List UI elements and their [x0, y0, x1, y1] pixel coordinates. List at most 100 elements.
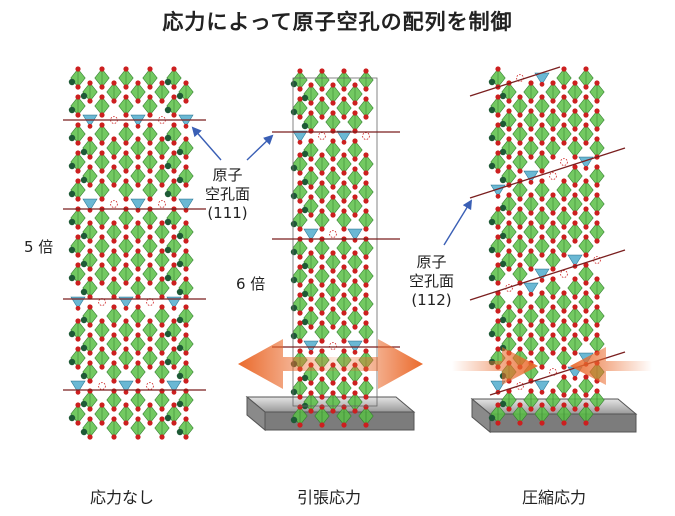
- oxygen-atom: [297, 96, 303, 102]
- oxygen-atom: [561, 336, 567, 342]
- vacancy-planes-unstrained: [63, 119, 206, 391]
- oxygen-atom: [506, 322, 512, 328]
- oxygen-atom: [123, 346, 129, 352]
- oxygen-atom: [75, 84, 81, 90]
- oxygen-atom: [352, 100, 358, 106]
- oxygen-atom: [352, 194, 358, 200]
- oxygen-atom: [308, 212, 314, 218]
- oxygen-atom: [147, 402, 153, 408]
- oxygen-atom: [75, 420, 81, 426]
- oxygen-atom: [363, 404, 369, 410]
- oxygen-atom: [87, 238, 93, 244]
- oxygen-atom: [171, 196, 177, 202]
- oxygen-atom: [308, 278, 314, 284]
- oxygen-atom: [123, 336, 129, 342]
- oxygen-atom: [561, 318, 567, 324]
- oxygen-atom: [123, 66, 129, 72]
- cation-atom: [290, 416, 298, 424]
- oxygen-atom: [123, 196, 129, 202]
- oxygen-atom: [135, 360, 141, 366]
- cation-atom: [164, 330, 172, 338]
- oxygen-atom: [352, 278, 358, 284]
- oxygen-atom: [111, 416, 117, 422]
- oxygen-atom: [352, 156, 358, 162]
- label-line: (112): [411, 291, 452, 309]
- oxygen-atom: [308, 100, 314, 106]
- oxygen-atom: [341, 394, 347, 400]
- oxygen-atom: [539, 318, 545, 324]
- label-line: 原子: [212, 166, 243, 184]
- oxygen-atom: [319, 114, 325, 120]
- oxygen-atom: [506, 332, 512, 338]
- oxygen-atom: [341, 208, 347, 214]
- cation-atom: [80, 344, 88, 352]
- oxygen-atom: [87, 406, 93, 412]
- oxygen-atom: [123, 84, 129, 90]
- oxygen-atom: [308, 296, 314, 302]
- oxygen-atom: [583, 402, 589, 408]
- vacancy-plane-line: [469, 66, 561, 97]
- oxygen-atom: [506, 192, 512, 198]
- oxygen-atom: [330, 166, 336, 172]
- oxygen-atom: [135, 294, 141, 300]
- oxygen-atom: [352, 184, 358, 190]
- oxygen-atom: [341, 422, 347, 428]
- oxygen-atom: [539, 112, 545, 118]
- oxygen-atom: [561, 402, 567, 408]
- oxygen-atom: [159, 136, 165, 142]
- compressive-stress-arrow: [452, 347, 652, 385]
- oxygen-atom: [99, 234, 105, 240]
- oxygen-atom: [517, 196, 523, 202]
- cation-atom: [301, 122, 309, 130]
- oxygen-atom: [297, 292, 303, 298]
- cation-atom: [176, 176, 184, 184]
- oxygen-atom: [87, 164, 93, 170]
- oxygen-atom: [75, 305, 81, 311]
- oxygen-atom: [495, 94, 501, 100]
- oxygen-atom: [517, 224, 523, 230]
- oxygen-atom: [572, 182, 578, 188]
- oxygen-atom: [539, 336, 545, 342]
- oxygen-atom: [75, 346, 81, 352]
- oxygen-atom: [583, 94, 589, 100]
- oxygen-atom: [572, 294, 578, 300]
- oxygen-atom: [319, 422, 325, 428]
- oxygen-atom: [319, 338, 325, 344]
- oxygen-atom: [341, 198, 347, 204]
- oxygen-atom: [506, 164, 512, 170]
- oxygen-atom: [550, 108, 556, 114]
- label-line: 空孔面: [409, 272, 455, 290]
- oxygen-atom: [352, 138, 358, 144]
- oxygen-atom: [363, 208, 369, 214]
- oxygen-atom: [341, 170, 347, 176]
- tetrahedron: [490, 380, 506, 393]
- oxygen-atom: [539, 178, 545, 184]
- oxygen-atom: [171, 112, 177, 118]
- vacancy-plane-line: [469, 249, 626, 301]
- oxygen-atom: [363, 254, 369, 260]
- oxygen-atom: [123, 305, 129, 311]
- oxygen-atom: [330, 82, 336, 88]
- oxygen-atom: [123, 168, 129, 174]
- oxygen-atom: [147, 178, 153, 184]
- oxygen-atom: [539, 140, 545, 146]
- oxygen-atom: [99, 364, 105, 370]
- oxygen-atom: [75, 94, 81, 100]
- cation-atom: [80, 232, 88, 240]
- oxygen-atom: [363, 152, 369, 158]
- oxygen-atom: [550, 210, 556, 216]
- oxygen-atom: [539, 224, 545, 230]
- oxygen-atom: [594, 332, 600, 338]
- oxygen-atom: [111, 322, 117, 328]
- oxygen-atom: [183, 238, 189, 244]
- oxygen-atom: [297, 226, 303, 232]
- oxygen-atom: [341, 254, 347, 260]
- oxygen-atom: [75, 252, 81, 258]
- oxygen-atom: [572, 350, 578, 356]
- oxygen-atom: [517, 150, 523, 156]
- oxygen-atom: [572, 332, 578, 338]
- oxygen-atom: [87, 80, 93, 86]
- oxygen-atom: [572, 210, 578, 216]
- oxygen-atom: [352, 380, 358, 386]
- oxygen-atom: [583, 336, 589, 342]
